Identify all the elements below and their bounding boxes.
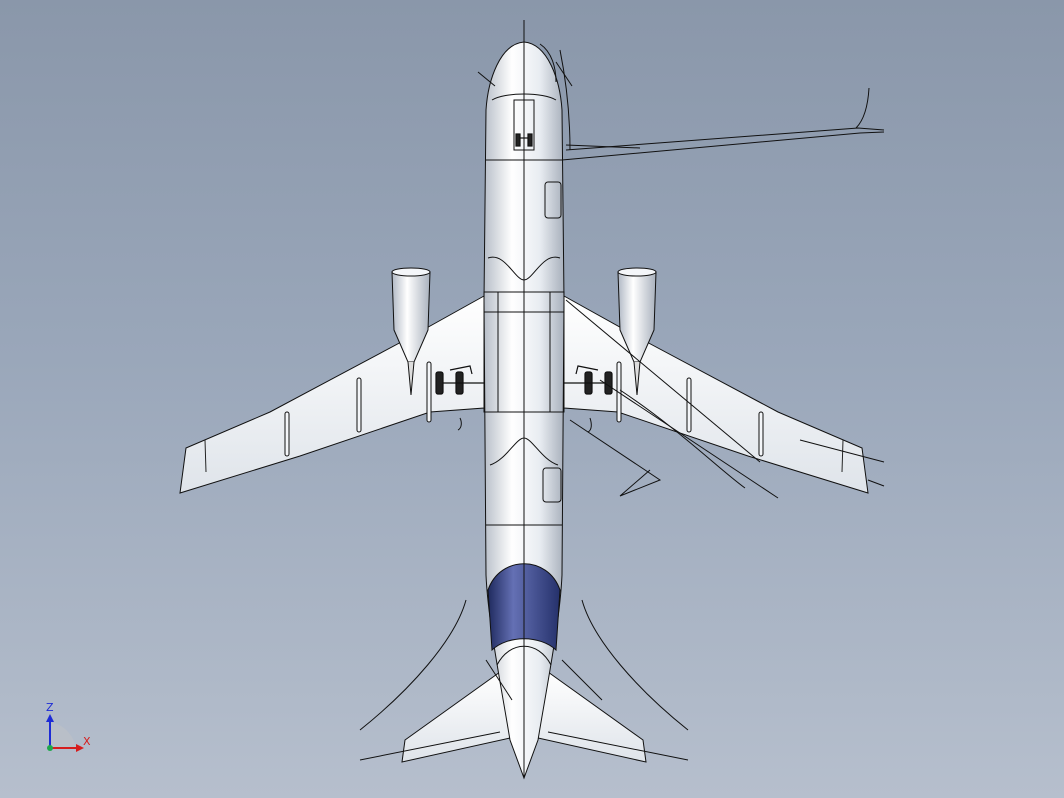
sketch-lines — [359, 43, 885, 761]
left-wing-tip-line — [204, 439, 207, 473]
nose-gear-bay — [513, 99, 535, 151]
right-engine — [617, 267, 657, 396]
forward-door — [544, 181, 562, 219]
fuselage-section-lines — [483, 20, 565, 778]
coordinate-triad — [46, 714, 84, 752]
right-main-gear — [564, 365, 613, 395]
left-engine — [391, 267, 431, 396]
aft-door — [542, 467, 562, 503]
left-main-gear — [435, 365, 484, 395]
right-wing-tip-line — [841, 439, 844, 473]
x-axis-label: X — [83, 735, 91, 748]
triad-origin — [47, 745, 53, 751]
flap-fairings — [284, 361, 764, 457]
z-axis-label: Z — [46, 701, 54, 714]
nose-gear — [515, 133, 533, 147]
